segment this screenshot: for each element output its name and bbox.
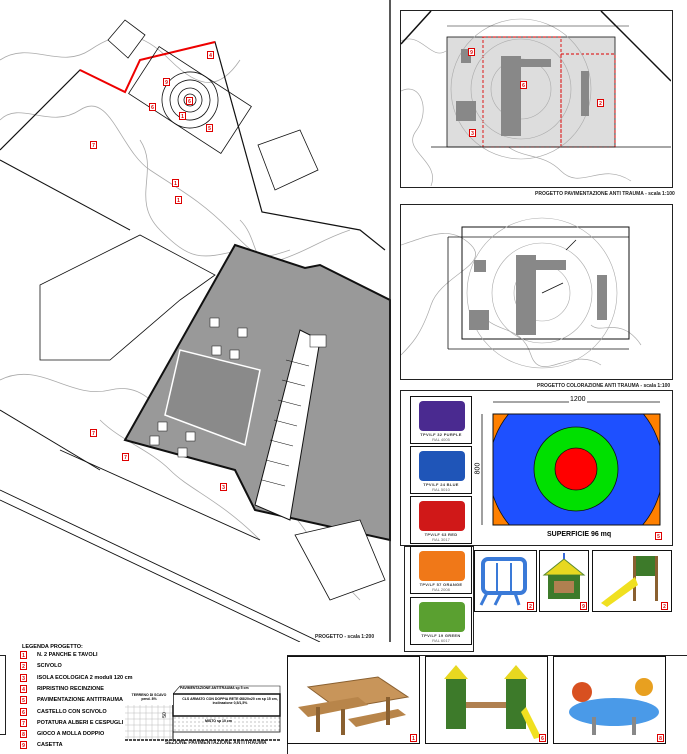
swatch-ral: RAL 5010 [432,487,450,492]
width-dimension: 1200 [569,396,587,403]
legend-label: CASETTA [37,742,63,749]
main-plan-caption: PROGETTO - scala 1:200 [315,634,375,640]
barrier-photo: 2 [474,550,537,612]
pavement-plan-panel: 9 6 2 3 [400,10,673,188]
legend-item: 1 N. 2 PANCHE E TAVOLI [20,651,98,659]
legend-badge: 7 [20,718,27,727]
swatch-chip [419,602,465,632]
plan-badge: 5 [206,124,213,132]
plan-badge: 1 [175,196,182,204]
legend-item: 2 SCIVOLO [20,662,62,671]
section-diagram [125,685,281,741]
swatch-label: TPV/LF 24 BLUE [423,482,459,487]
plan-badge: 1 [172,179,179,187]
color-plan-panel [400,204,673,380]
plan-badge: 3 [220,483,227,491]
plan-badge: 9 [163,78,170,86]
surface-label: SUPERFICIE 96 mq [547,531,612,538]
legend-item: 8 GIOCO A MOLLA DOPPIO [20,730,105,739]
slide-photo: 2 [592,550,672,612]
pavement-plan-caption: PROGETTO PAVIMENTAZIONE ANTI TRAUMA - sc… [535,191,675,197]
plan-badge: 1 [179,112,186,120]
legend-item: 9 CASETTA [20,741,63,750]
swatch-label: TPV/LF 19 GREEN [421,633,461,638]
height-dimension: 800 [474,462,482,475]
legend-label: PAVIMENTAZIONE ANTITRAUMA [37,697,123,704]
photo-badge: 8 [657,734,664,742]
pave-badge: 9 [468,48,475,56]
swatch-ral: RAL 3017 [432,537,450,542]
swatch-chip [419,501,465,531]
legend-badge: 4 [20,684,27,693]
site-plan [0,0,391,642]
legend-badge: 1 [20,651,27,659]
legend-badge: 3 [20,673,27,682]
legend-badge: 8 [20,730,27,739]
color-ring [554,447,598,491]
photo-badge: 2 [661,602,668,610]
legend-badge: 6 [20,707,27,716]
section-layer-3: MISTO sp 10 cm [205,719,232,723]
legend-item: 7 POTATURA ALBERI E CESPUGLI [20,718,124,727]
section-soil: TERRENO DI SCAVO pend. 8% [131,693,167,701]
photo-badge: 1 [410,734,417,742]
photo-badge: 2 [527,602,534,610]
swatch-chip [419,551,465,581]
plan-badge: 7 [90,429,97,437]
pave-badge: 2 [597,99,604,107]
legend-label: N. 2 PANCHE E TAVOLI [37,652,98,658]
section-caption: SEZIONE PAVIMENTAZIONE ANTITRAUMA [165,740,267,746]
legend-label: POTATURA ALBERI E CESPUGLI [37,719,124,726]
color-plan-caption: PROGETTO COLORAZIONE ANTI TRAUMA - scala… [537,383,671,389]
photo-badge: 9 [580,602,587,610]
legend-item: 6 CASTELLO CON SCIVOLO [20,707,107,716]
swatch-ral: RAL 4005 [432,437,450,442]
surface-badge: 5 [655,532,662,540]
swatch-chip [419,401,465,431]
legend-label: SCIVOLO [37,663,62,670]
spring-rider-photo: 8 [553,656,666,744]
legend-item: 3 ISOLA ECOLOGICA 2 moduli 120 cm [20,673,133,682]
legend-badge: 5 [20,696,27,705]
legend-item: 5 PAVIMENTAZIONE ANTITRAUMA [20,696,123,705]
playhouse-photo: 9 [539,550,589,612]
plan-badge: 6 [186,97,193,105]
legend-item: 4 RIPRISTINO RECINZIONE [20,684,104,693]
benches-photo: 1 [287,656,420,744]
swatch-ral: RAL 2008 [432,587,450,592]
plan-badge: 7 [90,141,97,149]
color-rings-diagram [481,401,661,526]
section-layer-1: PAVIMENTAZIONE ANTITRAUMA sp 5 cm [180,686,249,690]
pave-badge: 3 [469,129,476,137]
plan-badge: 6 [149,103,156,111]
legend-left-frame [0,655,6,735]
plan-badge: 4 [207,51,214,59]
legend-label: GIOCO A MOLLA DOPPIO [37,731,105,738]
legend-label: RIPRISTINO RECINZIONE [37,685,104,692]
pave-badge: 6 [520,81,527,89]
section-layer-2: CLS ARMATO CON DOPPIA RETE Ø8/20x20 cm s… [182,697,278,705]
swatch-ral: RAL 6017 [432,638,450,643]
swatch-label: TPV/LF 57 ORANGE [419,582,463,587]
legend-label: ISOLA ECOLOGICA 2 moduli 120 cm [37,674,133,681]
section-dimension: 50 [161,712,168,718]
plan-badge: 7 [122,453,129,461]
swatch-chip [419,451,465,481]
photo-badge: 6 [539,734,546,742]
swatch-label: TPV/LF 32 PURPLE [420,432,462,437]
legend-title: LEGENDA PROGETTO: [22,644,83,650]
swatch-label: TPV/LF 63 RED [424,532,458,537]
castle-photo: 6 [425,656,548,744]
legend-badge: 2 [20,662,27,671]
legend-label: CASTELLO CON SCIVOLO [37,708,107,715]
legend-badge: 9 [20,741,27,750]
